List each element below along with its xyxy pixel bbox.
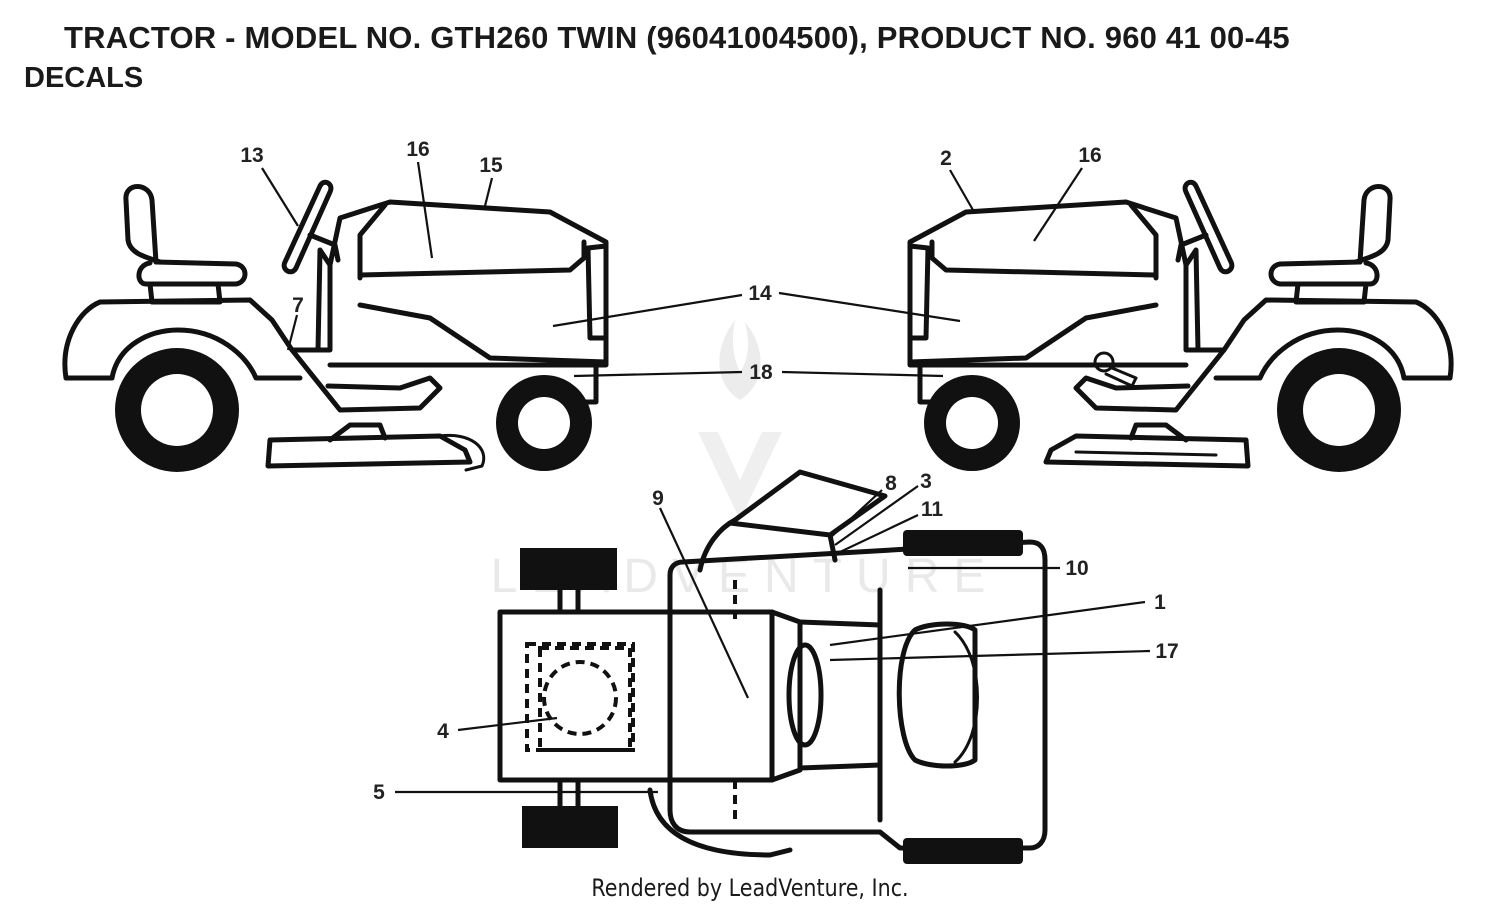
callout-labels: 13 16 15 7 2 16 14 18 9 8 3 11 10 1 17 4… [240,138,1178,804]
callout-5: 5 [373,781,385,804]
callout-3: 3 [920,470,932,493]
right-tractor-side-view [907,179,1454,472]
callout-11: 11 [921,498,944,521]
callout-9: 9 [652,487,664,510]
callout-14: 14 [748,282,772,305]
footer-credit: Rendered by LeadVenture, Inc. [591,874,909,902]
callout-15: 15 [479,154,503,177]
leader-lines [261,161,1151,794]
page-subtitle: DECALS [24,62,144,94]
callout-17: 17 [1155,640,1178,663]
callout-10: 10 [1065,557,1088,580]
page-title: TRACTOR - MODEL NO. GTH260 TWIN (9604100… [64,20,1290,55]
callout-2: 2 [940,147,952,170]
callout-18: 18 [749,361,773,384]
callout-8: 8 [885,472,897,495]
callout-1: 1 [1154,591,1166,614]
tractor-top-view [497,469,1048,864]
callout-7: 7 [292,294,304,317]
callout-16-right: 16 [1078,144,1101,167]
callout-13: 13 [240,144,263,167]
left-tractor-side-view [62,179,609,472]
callout-4: 4 [437,720,449,743]
callout-16-left: 16 [406,138,429,161]
